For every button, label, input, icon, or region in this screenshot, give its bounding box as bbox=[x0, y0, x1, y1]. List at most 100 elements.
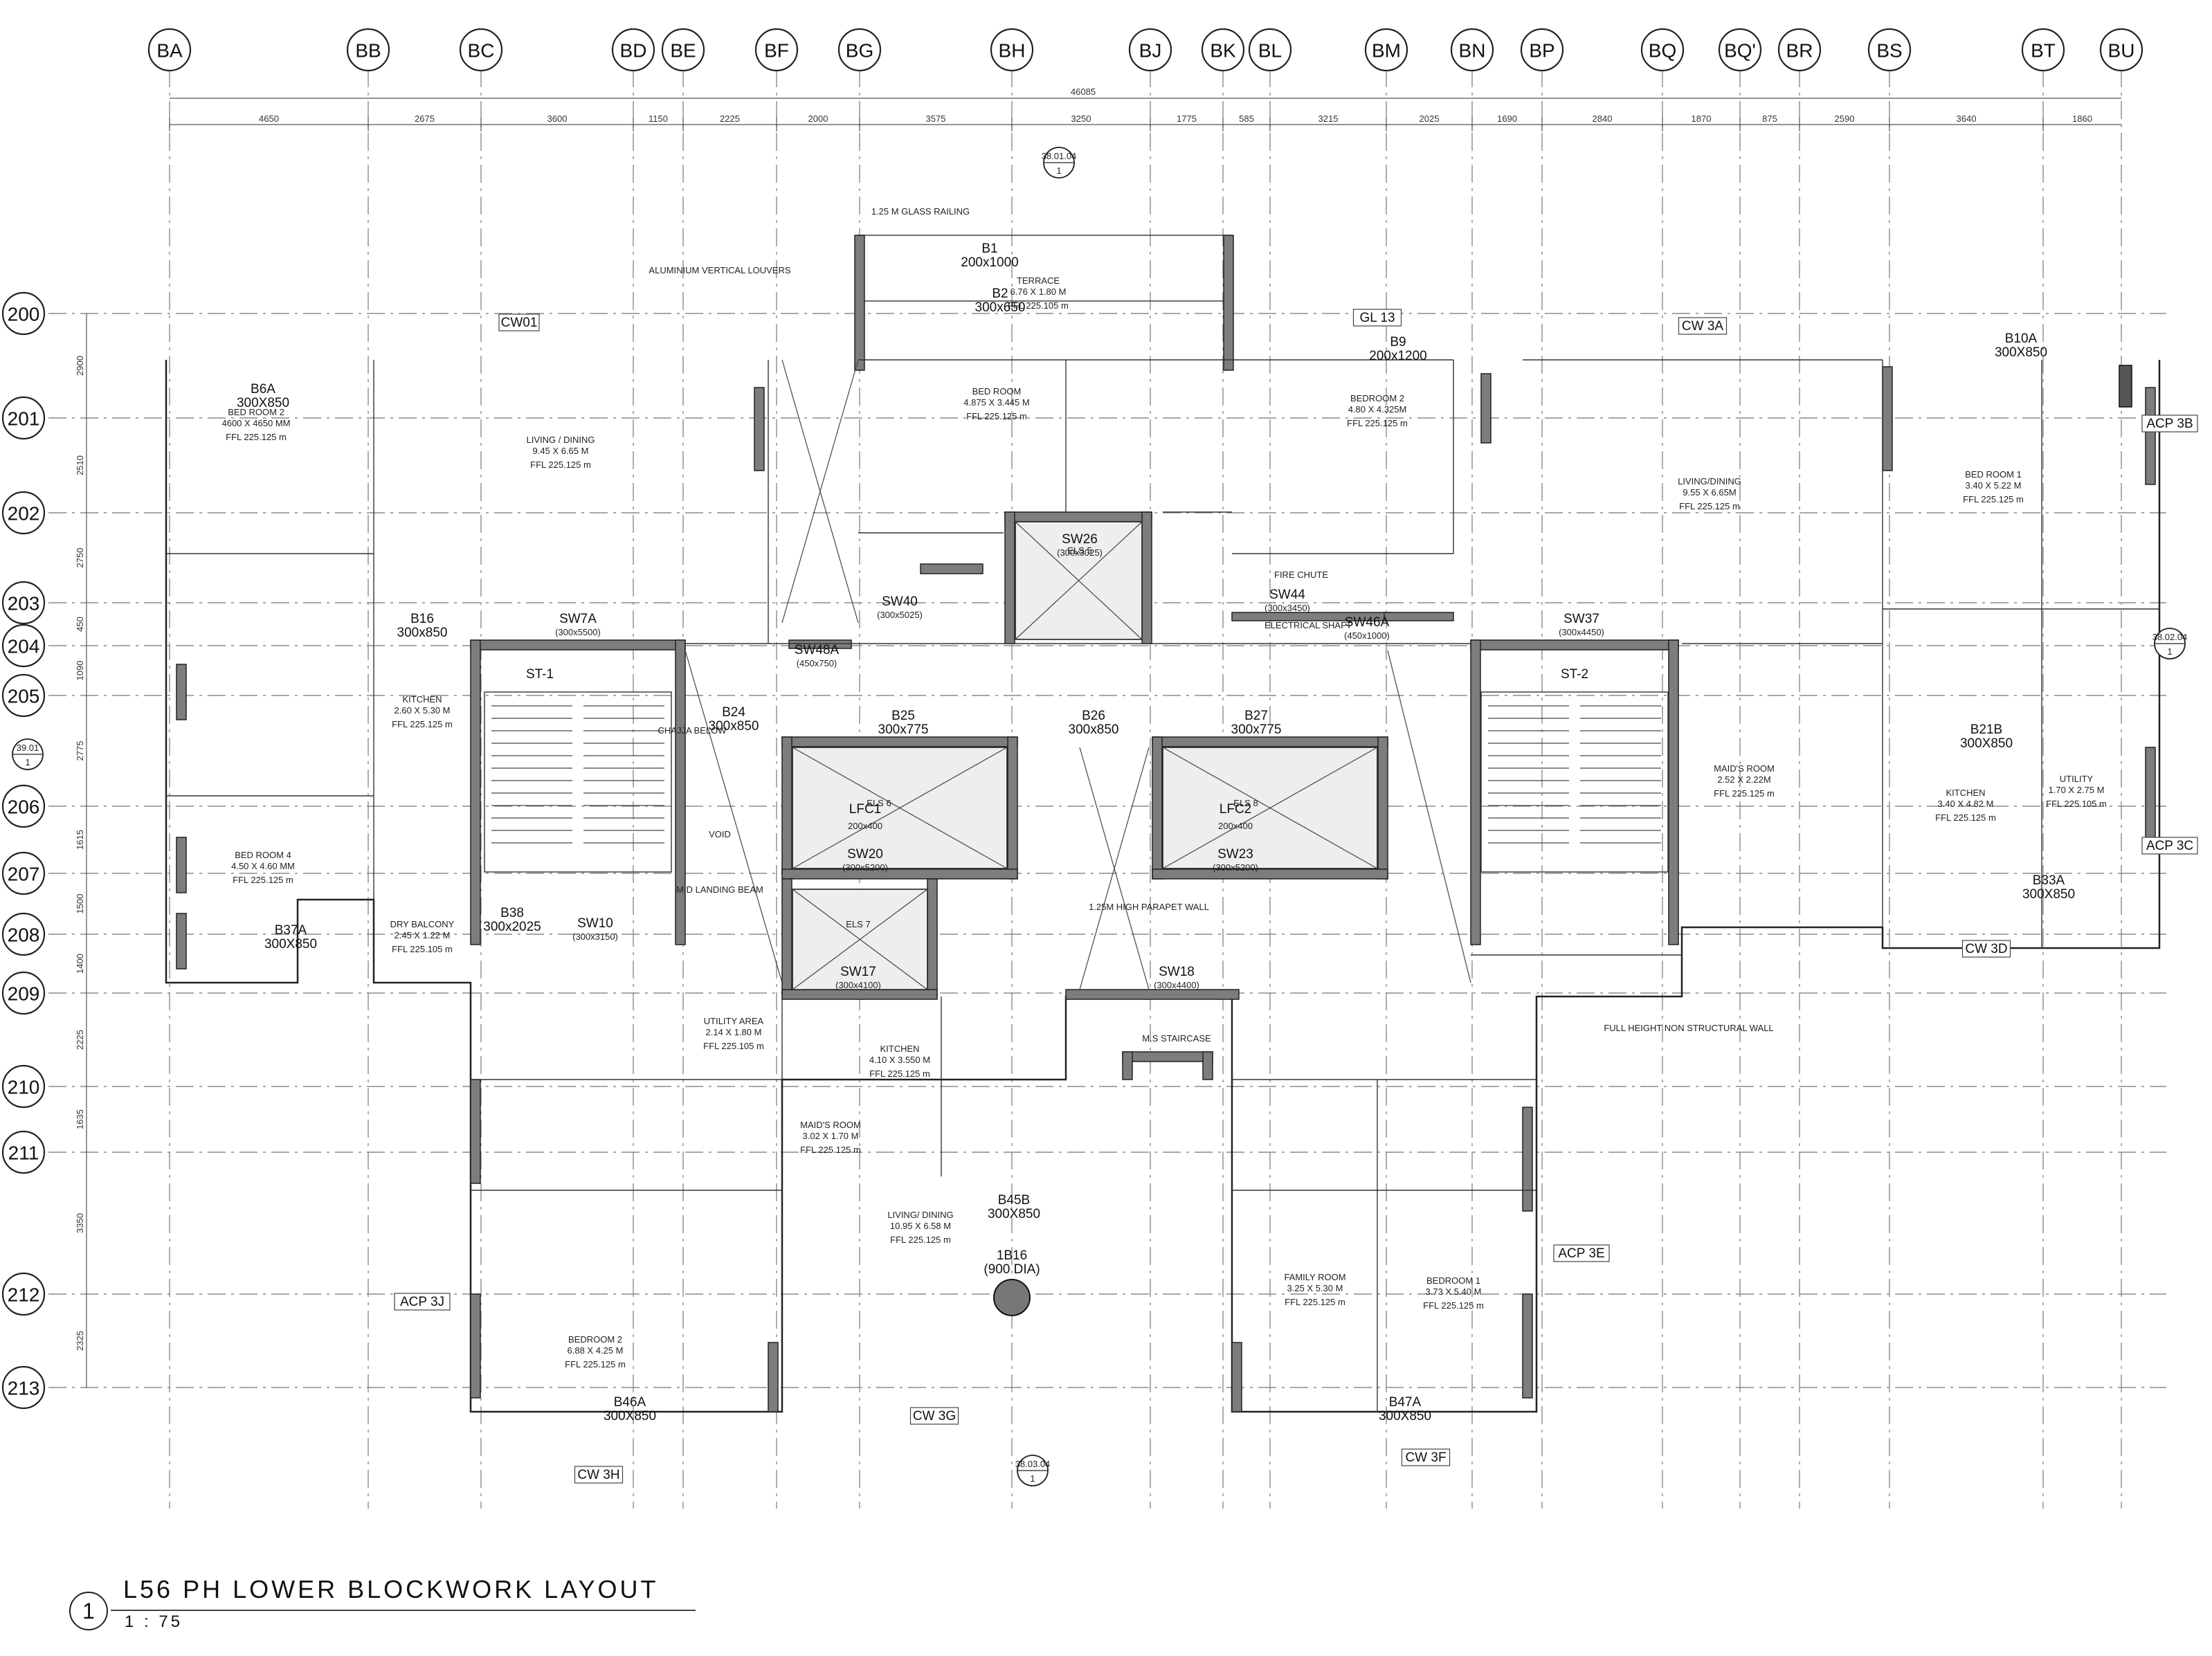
grid-lines-horizontal: 2002012022032042052062072082092102112122… bbox=[1, 291, 2166, 1410]
grid-bubble-BT bbox=[2021, 28, 2065, 72]
room-size-12: 1.70 X 2.75 M bbox=[2049, 785, 2105, 795]
dim-top-0: 4650 bbox=[259, 113, 279, 124]
grid-bubble-BM bbox=[1364, 28, 1408, 72]
grid-label-BU: BU bbox=[2108, 40, 2135, 62]
callout-box-8 bbox=[1553, 1244, 1610, 1262]
beam-size-16: 300X850 bbox=[1960, 736, 2013, 751]
note-6: FULL HEIGHT NON STRUCTURAL WALL bbox=[1604, 1023, 1773, 1033]
room-level-18: FFL 225.125 m bbox=[1423, 1300, 1484, 1311]
wall-size-3: (300x5200) bbox=[842, 862, 888, 873]
wall-size-9: (450x750) bbox=[797, 658, 837, 668]
wall-sw17-left bbox=[781, 878, 792, 997]
wall-name-6: SW18 bbox=[1159, 965, 1195, 979]
wall-name-7: SW10 bbox=[577, 916, 613, 931]
wall-name-11: SW44 bbox=[1269, 588, 1305, 602]
drawing-number: 1 bbox=[69, 1592, 108, 1630]
room-level-19: FFL 225.105 m bbox=[703, 1041, 764, 1051]
wall-sw17 bbox=[781, 989, 938, 1000]
wall-sw23-top bbox=[1152, 736, 1388, 747]
beam-name-1: B2 bbox=[992, 286, 1008, 301]
dim-top-13: 2840 bbox=[1593, 113, 1613, 124]
wall-sw48a bbox=[788, 639, 852, 649]
note-1: ALUMINIUM VERTICAL LOUVERS bbox=[649, 265, 790, 275]
room-name-5: LIVING/DINING bbox=[1678, 476, 1741, 486]
room-size-13: 4.10 X 3.550 M bbox=[869, 1055, 930, 1065]
wall-name-0: SW7A bbox=[559, 612, 597, 626]
dim-top-7: 3250 bbox=[1071, 113, 1091, 124]
column-ba6a bbox=[2119, 365, 2132, 408]
grid-bubble-BN bbox=[1450, 28, 1494, 72]
wall-sw4a bbox=[176, 913, 187, 970]
wall-sw14a bbox=[470, 1293, 481, 1399]
callout-box-6 bbox=[2141, 415, 2198, 433]
beam-size-17: (900 DIA) bbox=[983, 1262, 1040, 1277]
callout-7: ACP 3C bbox=[2146, 839, 2193, 853]
dimension-string-left: 2900251027504501090277516151500140022251… bbox=[75, 313, 87, 1387]
grid-label-206: 206 bbox=[8, 797, 40, 818]
grid-bubble-202 bbox=[1, 491, 46, 535]
wall-sw27 bbox=[1141, 511, 1152, 644]
grid-bubble-BJ bbox=[1128, 28, 1172, 72]
room-size-4: 4.80 X 4.325M bbox=[1348, 404, 1407, 415]
grid-bubble-BQ' bbox=[1718, 28, 1762, 72]
dim-top-14: 1870 bbox=[1692, 113, 1712, 124]
dim-left-2: 2750 bbox=[75, 548, 85, 568]
wall-size-7: (300x3150) bbox=[572, 931, 618, 942]
room-level-2: FFL 225.125 m bbox=[966, 411, 1027, 421]
callout-10: GL 13 bbox=[1359, 311, 1395, 325]
grid-bubble-BC bbox=[459, 28, 503, 72]
wall-sw33 bbox=[1470, 639, 1481, 945]
room-level-13: FFL 225.125 m bbox=[869, 1068, 930, 1079]
dim-top-4: 2225 bbox=[720, 113, 740, 124]
room-name-4: BEDROOM 2 bbox=[1350, 393, 1404, 403]
beam-name-8: B27 bbox=[1244, 709, 1268, 723]
room-name-11: KITCHEN bbox=[1946, 788, 1985, 798]
grid-label-BN: BN bbox=[1459, 40, 1486, 62]
room-size-6: 3.40 X 5.22 M bbox=[1966, 480, 2022, 491]
room-level-3: FFL 225.105 m bbox=[1008, 300, 1069, 311]
wall-sw47 bbox=[1480, 373, 1492, 444]
wall-sw21 bbox=[1007, 736, 1018, 880]
grid-bubble-BF bbox=[754, 28, 799, 72]
wall-sw7a bbox=[470, 639, 686, 650]
callout-3: CW 3G bbox=[913, 1409, 956, 1423]
room-name-8: BED ROOM 4 bbox=[235, 850, 291, 860]
wall-name-10: SW40 bbox=[882, 594, 918, 609]
beam-size-14: 300X850 bbox=[264, 937, 317, 952]
wall-sw22 bbox=[1152, 736, 1163, 880]
wall-size-4: (300x5200) bbox=[1213, 862, 1258, 873]
callout-box-7 bbox=[2141, 837, 2198, 855]
drawing-scale: 1 : 75 bbox=[125, 1612, 183, 1631]
wall-sw32a bbox=[1522, 1293, 1533, 1399]
grid-bubble-212 bbox=[1, 1272, 46, 1316]
room-name-18: BEDROOM 1 bbox=[1426, 1275, 1480, 1286]
section-mark-num-1: 1 bbox=[2167, 646, 2172, 657]
beam-name-13: B47A bbox=[1389, 1395, 1422, 1410]
callout-8: ACP 3E bbox=[1558, 1246, 1604, 1261]
grid-label-212: 212 bbox=[8, 1284, 40, 1306]
room-level-10: FFL 225.125 m bbox=[1714, 788, 1775, 799]
room-size-16: 6.88 X 4.25 M bbox=[568, 1345, 624, 1356]
room-size-3: 6.76 X 1.80 M bbox=[1010, 286, 1067, 297]
callout-box-2 bbox=[1961, 940, 2011, 958]
room-name-0: BED ROOM 2 bbox=[228, 407, 284, 417]
grid-label-209: 209 bbox=[8, 983, 40, 1005]
section-mark-ref-3: 39.01 bbox=[17, 743, 39, 753]
beam-size-4: 300X850 bbox=[1995, 345, 2047, 360]
room-size-9: 2.45 X 1.22 M bbox=[395, 930, 451, 940]
beam-name-17: 1B16 bbox=[997, 1248, 1027, 1263]
room-level-17: FFL 225.125 m bbox=[1285, 1297, 1345, 1307]
beam-size-15: 300X850 bbox=[2022, 887, 2075, 902]
room-name-16: BEDROOM 2 bbox=[568, 1334, 622, 1345]
callout-4: CW 3H bbox=[577, 1468, 619, 1482]
grid-bubble-200 bbox=[1, 291, 46, 336]
section-mark-num-2: 1 bbox=[1030, 1473, 1035, 1484]
grid-bubble-208 bbox=[1, 912, 46, 956]
grid-label-BQ: BQ bbox=[1649, 40, 1676, 62]
wall-sw23 bbox=[1152, 868, 1388, 880]
room-name-3: TERRACE bbox=[1017, 275, 1060, 286]
room-level-6: FFL 225.125 m bbox=[1963, 494, 2024, 504]
callout-9: ACP 3J bbox=[400, 1295, 444, 1309]
grid-label-BK: BK bbox=[1210, 40, 1236, 62]
